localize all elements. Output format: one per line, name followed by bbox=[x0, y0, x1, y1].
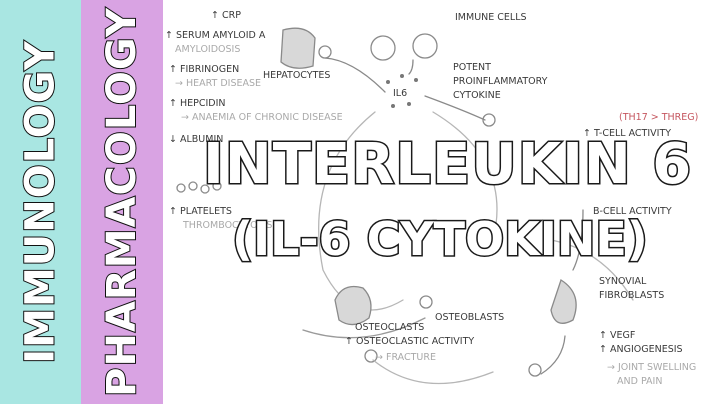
osteoclast-cell bbox=[334, 285, 372, 326]
note-crp: ↑ CRP bbox=[211, 10, 241, 21]
il6-dot bbox=[391, 104, 395, 108]
il6-dot bbox=[400, 74, 404, 78]
plus-marker-osteoblast bbox=[419, 295, 433, 309]
platelet-dot bbox=[176, 183, 186, 193]
note-potent-3: CYTOKINE bbox=[453, 90, 501, 101]
arrow-to-synovial bbox=[572, 209, 584, 271]
synovial-fibroblast bbox=[550, 279, 577, 324]
il6-dot bbox=[407, 102, 411, 106]
immune-cell bbox=[412, 33, 438, 59]
note-osteoclasts: OSTEOCLASTS bbox=[355, 322, 425, 333]
note-amyloidosis: AMYLOIDOSIS bbox=[175, 44, 241, 55]
note-serum-amyloid: ↑ SERUM AMYLOID A bbox=[165, 30, 266, 41]
plus-marker-synovial bbox=[528, 363, 542, 377]
note-potent-1: POTENT bbox=[453, 62, 491, 73]
note-platelets: ↑ PLATELETS bbox=[169, 206, 232, 217]
title-sub: (IL-6 CYTOKINE) bbox=[231, 211, 650, 268]
pharmacology-label: PHARMACOLOGY bbox=[98, 6, 146, 398]
note-th-ratio: (TH17 > THREG) bbox=[619, 112, 699, 123]
immunology-band: IMMUNOLOGY bbox=[0, 0, 81, 404]
note-osteoclastic: ↑ OSTEOCLASTIC ACTIVITY bbox=[345, 336, 475, 347]
note-hepatocytes: HEPATOCYTES bbox=[263, 70, 331, 81]
note-angiogenesis: ↑ ANGIOGENESIS bbox=[599, 344, 683, 355]
arrow-to-tcell bbox=[424, 95, 486, 121]
arrow-to-joint bbox=[540, 335, 566, 375]
note-heart-disease: → HEART DISEASE bbox=[175, 78, 262, 89]
diagram-area: ↑ CRP ↑ SERUM AMYLOID A AMYLOIDOSIS ↑ FI… bbox=[163, 0, 720, 404]
platelet-dot bbox=[200, 184, 210, 194]
note-albumin: ↓ ALBUMIN bbox=[169, 134, 224, 145]
note-hepcidin: ↑ HEPCIDIN bbox=[169, 98, 226, 109]
platelet-dot bbox=[188, 181, 198, 191]
sketch-drawing bbox=[176, 27, 634, 385]
pharmacology-band: PHARMACOLOGY bbox=[81, 0, 163, 404]
arrow-from-immune bbox=[408, 59, 414, 75]
note-tcell-activity: ↑ T-CELL ACTIVITY bbox=[583, 128, 672, 139]
joint-outline bbox=[550, 239, 634, 301]
note-synovial-1: SYNOVIAL bbox=[599, 276, 647, 287]
platelet-dot bbox=[212, 181, 222, 191]
immune-cell bbox=[370, 35, 396, 61]
note-osteoblasts: OSTEOBLASTS bbox=[435, 312, 505, 323]
plus-marker-osteoclast bbox=[364, 349, 378, 363]
il6-dot bbox=[386, 80, 390, 84]
note-fracture: → FRACTURE bbox=[375, 352, 436, 363]
arrow-to-hepatocytes bbox=[324, 57, 386, 93]
note-potent-2: PROINFLAMMATORY bbox=[453, 76, 548, 87]
immunology-label: IMMUNOLOGY bbox=[17, 39, 65, 364]
feedback-loop bbox=[432, 111, 498, 241]
bottom-loop bbox=[372, 359, 494, 385]
note-synovial-2: FIBROBLASTS bbox=[599, 290, 665, 301]
note-bcell-activity: B-CELL ACTIVITY bbox=[593, 206, 672, 217]
note-joint-1: → JOINT SWELLING bbox=[607, 362, 697, 373]
note-anaemia: → ANAEMIA OF CHRONIC DISEASE bbox=[181, 112, 343, 123]
note-immune-cells: IMMUNE CELLS bbox=[455, 12, 527, 23]
note-il6: IL6 bbox=[393, 88, 408, 99]
il6-dot bbox=[414, 78, 418, 82]
bone-line bbox=[302, 317, 426, 339]
note-vegf: ↑ VEGF bbox=[599, 330, 636, 341]
note-joint-2: AND PAIN bbox=[617, 376, 663, 387]
hepatocyte-cell bbox=[280, 27, 316, 69]
plus-marker-hepatocyte bbox=[318, 45, 332, 59]
note-thrombocytosis: THROMBOCYTOSIS bbox=[183, 220, 273, 231]
plus-marker-tcell bbox=[482, 113, 496, 127]
note-fibrinogen: ↑ FIBRINOGEN bbox=[169, 64, 240, 75]
title-main: INTERLEUKIN 6 bbox=[201, 131, 693, 199]
